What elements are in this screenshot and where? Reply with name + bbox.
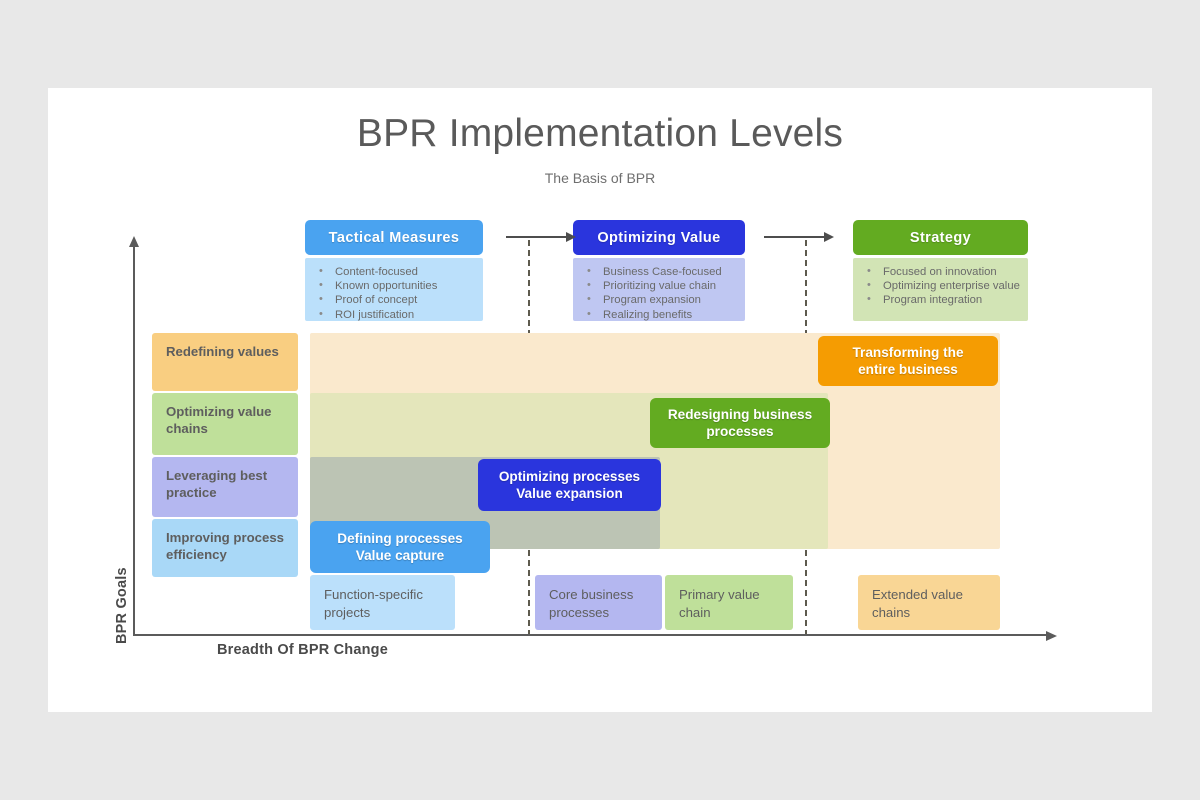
x-axis-arrowhead [1046,630,1057,641]
stage-bullet: Business Case-focused [581,264,739,279]
stage-arrow-1-head [566,231,576,242]
goal-leveraging-best-practice[interactable]: Leveraging best practice [152,457,298,517]
y-axis-arrowhead [128,236,139,247]
stage-bullet: Program expansion [581,292,739,307]
slide-canvas: BPR Implementation Levels The Basis of B… [48,88,1152,712]
stage-bullet: Program integration [861,292,1022,307]
x-axis [133,634,1048,636]
stage-header-strategy[interactable]: Strategy [853,220,1028,255]
callout-line-2: Value expansion [516,486,623,501]
x-axis-label: Breadth Of BPR Change [217,642,388,658]
callout-line-2: Value capture [355,548,445,563]
callout-redesigning-business-processes[interactable]: Redesigning business processes [650,398,830,448]
y-axis [133,246,135,636]
y-axis-label: BPR Goals [114,567,130,644]
callout-line-2: processes [706,424,774,439]
breadth-function-specific-projects[interactable]: Function-specific projects [310,575,455,630]
breadth-core-business-processes[interactable]: Core business processes [535,575,662,630]
stage-arrow-2-head [824,231,834,242]
callout-defining-processes[interactable]: Defining processes Value capture [310,521,490,573]
callout-transforming-entire-business[interactable]: Transforming the entire business [818,336,998,386]
stage-header-tactical-measures[interactable]: Tactical Measures [305,220,483,255]
stage-bullet: ROI justification [313,307,477,322]
stage-arrow-2 [764,236,826,238]
page-subtitle: The Basis of BPR [544,170,656,186]
goal-optimizing-value-chains[interactable]: Optimizing value chains [152,393,298,455]
callout-line-1: Redesigning business [667,407,813,422]
stage-bullet: Known opportunities [313,278,477,293]
stage-bullet: Optimizing enterprise value [861,278,1022,293]
callout-line-1: Defining processes [337,531,463,546]
callout-line-1: Optimizing processes [498,469,641,484]
stage-body-strategy: Focused on innovation Optimizing enterpr… [853,258,1028,321]
stage-bullet: Focused on innovation [861,264,1022,279]
stage-body-tactical-measures: Content-focused Known opportunities Proo… [305,258,483,321]
stage-bullet: Realizing benefits [581,307,739,322]
stage-bullet: Prioritizing value chain [581,278,739,293]
goal-improving-process-efficiency[interactable]: Improving process efficiency [152,519,298,577]
callout-line-2: entire business [858,362,958,377]
callout-optimizing-processes[interactable]: Optimizing processes Value expansion [478,459,661,511]
stage-header-optimizing-value[interactable]: Optimizing Value [573,220,745,255]
page-title: BPR Implementation Levels [356,112,844,155]
breadth-primary-value-chain[interactable]: Primary value chain [665,575,793,630]
breadth-extended-value-chains[interactable]: Extended value chains [858,575,1000,630]
goal-redefining-values[interactable]: Redefining values [152,333,298,391]
stage-bullet: Proof of concept [313,292,477,307]
callout-line-1: Transforming the [852,345,964,360]
stage-body-optimizing-value: Business Case-focused Prioritizing value… [573,258,745,321]
stage-arrow-1 [506,236,568,238]
stage-bullet: Content-focused [313,264,477,279]
